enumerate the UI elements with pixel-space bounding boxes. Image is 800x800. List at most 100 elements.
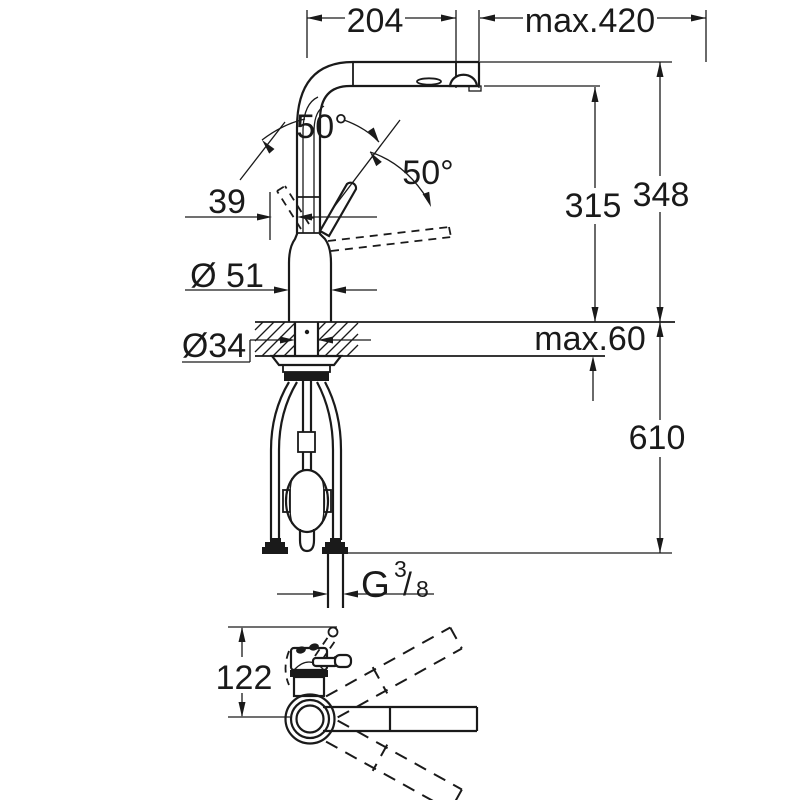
- thread-numerator-label: 3: [394, 556, 407, 582]
- hose-connector-right: [322, 538, 348, 554]
- arrowhead-up: [238, 627, 246, 642]
- lever-tilt-annotation: 50°: [369, 151, 454, 207]
- handle-swivel-annotation: 50°: [239, 108, 401, 212]
- arrowhead-down: [591, 307, 599, 322]
- swivel-ring-inner: [295, 704, 325, 734]
- lever-dashed-tip: [327, 626, 339, 638]
- arc-arrowhead: [422, 191, 431, 207]
- guide-line-left: [239, 121, 286, 181]
- lever-lowered-dashed: [327, 226, 452, 252]
- arrowhead-left: [480, 14, 495, 22]
- supply-hose-left-outer: [269, 381, 290, 540]
- body-column: [292, 675, 326, 698]
- leader-line: [182, 339, 371, 363]
- spout-swivel-dashed-down: [325, 719, 463, 800]
- dimension-hose-drop: 610: [629, 322, 686, 553]
- dim-body-diameter-label: Ø 51: [190, 257, 264, 295]
- hose-weight-inner-lines: [288, 477, 326, 525]
- hinge-detail: [296, 646, 306, 654]
- weight-clip-right: [323, 489, 332, 513]
- spray-button: [416, 77, 442, 86]
- arrowhead-right: [313, 590, 328, 598]
- faucet-shank: [293, 322, 320, 356]
- hose-coupling: [297, 431, 316, 453]
- arc-arrowhead: [262, 140, 275, 154]
- lever-dashed-up: [314, 636, 336, 661]
- dimension-spout-reach: 204: [306, 2, 480, 88]
- faucet-outline: [287, 60, 482, 322]
- spout-outer-edge: [287, 60, 479, 322]
- dim-lever-angle-label: 50°: [402, 154, 453, 192]
- arc-arrowhead: [367, 127, 379, 142]
- dim-deck-thickness-label: max.60: [534, 320, 646, 358]
- supply-hose-left-inner: [277, 381, 298, 540]
- arrowhead-left: [343, 590, 358, 598]
- dim-body-height-label: 122: [216, 659, 273, 697]
- lever-handle-solid: [318, 181, 358, 238]
- thread-slash: /: [403, 566, 412, 602]
- dimension-lever-width: 39: [185, 183, 377, 240]
- thread-prefix-label: G: [361, 564, 390, 605]
- neck-joint-lines: [297, 196, 320, 234]
- lever-handle-dashed: [276, 185, 310, 230]
- supply-hose-right-outer: [324, 381, 343, 540]
- arc-arrowhead: [370, 152, 382, 167]
- mounting-flange: [269, 354, 344, 367]
- hose-weight: [284, 468, 330, 534]
- dimension-hole-diameter: Ø34: [182, 327, 371, 365]
- plan-faucet: [284, 626, 479, 800]
- swivel-ring-outer: [284, 693, 336, 745]
- hinge-detail: [309, 643, 319, 651]
- supply-hose-right-inner: [316, 381, 335, 540]
- arrowhead-left: [297, 213, 312, 221]
- spout-bar-solid: [323, 705, 479, 733]
- arrowhead-right: [280, 336, 295, 344]
- dim-pullout-max-label: max.420: [525, 2, 655, 40]
- pullout-hose-lower: [301, 452, 313, 470]
- arrowhead-right: [274, 286, 289, 294]
- dim-hole-diameter-label: Ø34: [182, 327, 246, 365]
- pullout-hose-upper: [301, 381, 313, 432]
- side-view: 204 max.420: [182, 2, 707, 608]
- arrowhead-left: [307, 14, 322, 22]
- dimension-body-diameter: Ø 51: [185, 257, 377, 295]
- dimension-body-height: 122: [216, 626, 337, 718]
- body-band: [290, 670, 328, 677]
- dim-spout-reach-label: 204: [347, 2, 404, 40]
- handle-swivel-dashed-arc: [284, 650, 290, 686]
- cartridge-dome-arc: [293, 661, 325, 671]
- extension-lines: [228, 626, 337, 718]
- arrowhead-down: [238, 702, 246, 717]
- lever-knob: [333, 653, 353, 669]
- thread-denominator-label: 8: [416, 576, 429, 602]
- swivel-ring-middle: [289, 698, 331, 740]
- arrowhead-right: [441, 14, 456, 22]
- arrowhead-down: [656, 538, 664, 553]
- spout-inner-edge: [318, 84, 456, 322]
- guide-line-right: [330, 119, 401, 212]
- arrowhead-left: [331, 286, 346, 294]
- mounting-nut: [284, 372, 329, 381]
- hose-loop-end: [298, 529, 316, 553]
- arrowhead-right: [257, 213, 272, 221]
- dim-hose-drop-label: 610: [629, 419, 686, 457]
- arrowhead-up: [656, 322, 664, 337]
- spray-outlet: [468, 85, 482, 92]
- dim-outlet-height-label: 315: [565, 187, 622, 225]
- dimension-pullout-max: max.420: [480, 2, 707, 62]
- weight-clip-left: [282, 489, 291, 513]
- dimension-thread: G 3 / 8: [277, 556, 434, 605]
- plan-view: 122: [216, 626, 479, 800]
- supply-pipe-g38: [326, 553, 345, 608]
- spout-swivel-dashed-up: [325, 626, 463, 719]
- dimension-deck-thickness: max.60: [534, 320, 646, 401]
- hose-connector-left: [262, 538, 288, 554]
- arrowhead-left: [318, 336, 333, 344]
- under-counter-assembly: [262, 354, 348, 554]
- dim-swivel-angle-label: 50°: [296, 108, 347, 146]
- dimension-outlet-height: 315: [565, 87, 622, 322]
- spray-head-dome: [448, 73, 479, 88]
- arrowhead-right: [691, 14, 706, 22]
